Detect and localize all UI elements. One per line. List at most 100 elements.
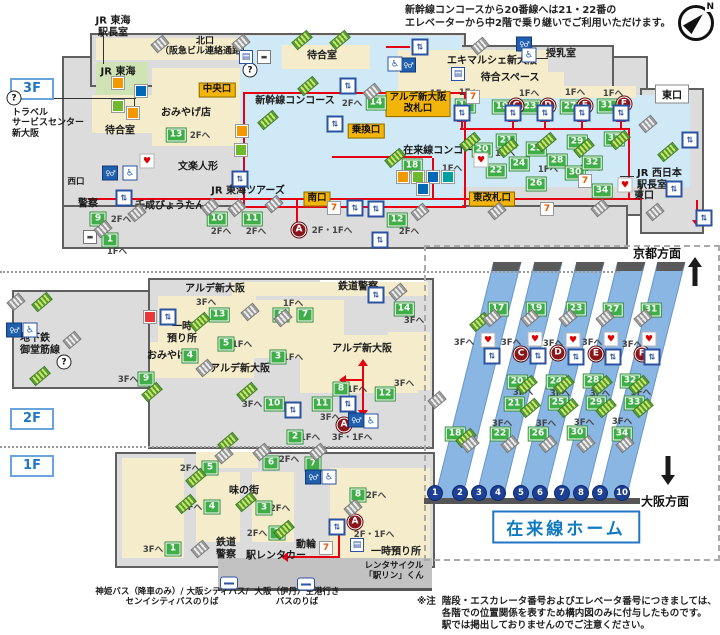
- leader-line: [620, 176, 634, 177]
- toilet-icon: ♀♂: [102, 165, 118, 181]
- waiting-room-center-label: 待合室: [307, 50, 337, 62]
- info-icon: ?: [56, 354, 72, 370]
- arde-gate-label: アルデ新大阪 改札口: [385, 91, 451, 117]
- jr-west-stationmaster-label: JR 西日本 駅長室: [637, 168, 682, 191]
- to-floor-label: 3Fへ: [403, 316, 425, 326]
- aed-icon: ♥: [641, 331, 657, 347]
- stair-number-34: 34: [592, 184, 612, 198]
- elevator-icon: ⇅: [529, 347, 547, 365]
- platform-number-1: 1: [427, 485, 443, 501]
- wheel-icon: ♿: [521, 47, 537, 63]
- seven-icon: 7: [319, 541, 333, 555]
- elevator-icon: ⇅: [681, 131, 699, 149]
- wheel-icon: ♿: [387, 56, 403, 72]
- platform-number-7: 7: [554, 485, 570, 501]
- kyoto-direction-arrow: [690, 257, 700, 287]
- arde-shinosaka-right-label: アルデ新大阪: [332, 343, 392, 355]
- floor-area: [122, 458, 184, 558]
- stair-number-10: 10: [207, 212, 227, 226]
- stair-number-8: 8: [333, 382, 349, 396]
- boundary-dashed-line: [424, 245, 720, 561]
- floor-area: [388, 332, 430, 390]
- bottom-note-line2: 各階での位置関係を表すため構内図のみに付与したものです。: [441, 607, 707, 619]
- stair-number-31: 31: [597, 99, 617, 113]
- ekimarche-label: エキマルシェ新大阪: [447, 55, 537, 67]
- route-line: [386, 46, 410, 48]
- platform-number-4: 4: [490, 485, 506, 501]
- route-arrow: [358, 359, 368, 366]
- elevator-icon: ⇅: [604, 348, 622, 366]
- subway-midosuji-label: 地下鉄 御堂筋線: [20, 333, 60, 356]
- locker-icon: ▤: [350, 538, 364, 552]
- to-floor-label: 2Fへ: [365, 491, 387, 501]
- temporary-storage-1f-label: 一時預り所: [371, 546, 421, 558]
- floor-area: [330, 468, 430, 558]
- east-exit-label-2: 東口: [634, 190, 654, 202]
- boundary-dashed-line: [0, 271, 620, 273]
- route-arrow: [281, 552, 288, 562]
- to-floor-label: 3Fへ: [621, 340, 643, 350]
- to-floor-label: 2Fへ: [341, 99, 363, 109]
- platform-end-bar: [592, 498, 640, 504]
- stair-number-4: 4: [204, 500, 220, 514]
- to-floor-label: 3Fへ: [589, 389, 611, 399]
- bottom-note-line3: 駅では掲出しておりませんのでご注意ください。: [441, 619, 650, 631]
- floor-area: [218, 558, 432, 591]
- stair-number-32: 32: [582, 156, 602, 170]
- to-floor-label: 3Fへ: [581, 338, 603, 348]
- seven-icon: 7: [578, 174, 592, 188]
- bus-icon: [220, 576, 238, 590]
- arde-shinosaka-left-label: アルデ新大阪: [210, 363, 270, 375]
- sennari-label: 千成びょうたん: [135, 200, 205, 212]
- to-floor-label: 1Fへ: [299, 433, 321, 443]
- platform-number-6: 6: [532, 485, 548, 501]
- police-3f-label: 警察: [78, 198, 98, 210]
- elevator-letter-A: A: [347, 514, 363, 530]
- shop-icon: [417, 183, 429, 195]
- stair-number-3: 3: [270, 350, 286, 364]
- to-floor-label: 2Fへ: [110, 215, 132, 225]
- seven-icon: 7: [327, 201, 341, 215]
- wheel-icon: ♿: [363, 413, 379, 429]
- aed-icon: ♥: [527, 331, 543, 347]
- to-floor-label: 3Fへ: [630, 388, 652, 398]
- driving-wheel-label: 動輪: [296, 539, 316, 551]
- route-line: [696, 200, 698, 218]
- boundary-dashed-line: [0, 446, 430, 448]
- elevator-icon: ⇅: [665, 180, 683, 198]
- elevator-icon: ⇅: [326, 115, 344, 133]
- top-note-line2: エレベーターから中2階で乗り継いでご利用いただけます。: [405, 18, 671, 29]
- osaka-direction-arrow: [663, 455, 673, 485]
- waiting-room-west-label: 待合室: [105, 125, 135, 137]
- to-floor-label: 3F・1Fへ: [331, 433, 373, 443]
- shop-icon: [127, 107, 139, 119]
- platform-number-8: 8: [573, 485, 589, 501]
- platform-end-bar: [510, 498, 558, 504]
- platform-number-10: 10: [614, 485, 630, 501]
- to-floor-label: 2Fへ: [181, 503, 203, 513]
- bottom-note-line1: 階段・エスカレータ番号およびエレベータ番号につきましては、: [441, 596, 717, 607]
- elevator-icon: ⇅: [339, 77, 357, 95]
- stair-number-26: 26: [526, 177, 546, 191]
- aed-icon: ♥: [617, 177, 633, 193]
- aed-icon: ♥: [603, 331, 619, 347]
- elevator-icon: ⇅: [367, 200, 385, 218]
- platform-end-bar: [468, 498, 516, 504]
- shop-icon: [236, 125, 248, 137]
- shop-icon: [112, 77, 124, 89]
- stair-number-28: 28: [547, 154, 567, 168]
- arde-shinosaka-top-label: アルデ新大阪: [185, 283, 245, 295]
- bottom-note: ※注 階段・エスカレータ番号およびエレベータ番号につきましては、 各階での位置関…: [417, 596, 717, 632]
- platform-end-bar: [424, 498, 472, 504]
- transfer-gate-label: 乗換口: [347, 123, 385, 139]
- wheel-icon: ♿: [22, 322, 38, 338]
- to-floor-label: 3Fへ: [393, 379, 415, 389]
- to-floor-label: 3Fへ: [142, 545, 164, 555]
- smoke-icon: ▬: [257, 50, 271, 64]
- stair-number-9: 9: [138, 372, 154, 386]
- elevator-icon: ⇅: [159, 308, 177, 326]
- jr-tokai-label: JR 東海: [100, 66, 136, 78]
- to-floor-label: 2Fへ: [189, 131, 211, 141]
- elevator-icon: ⇅: [643, 348, 661, 366]
